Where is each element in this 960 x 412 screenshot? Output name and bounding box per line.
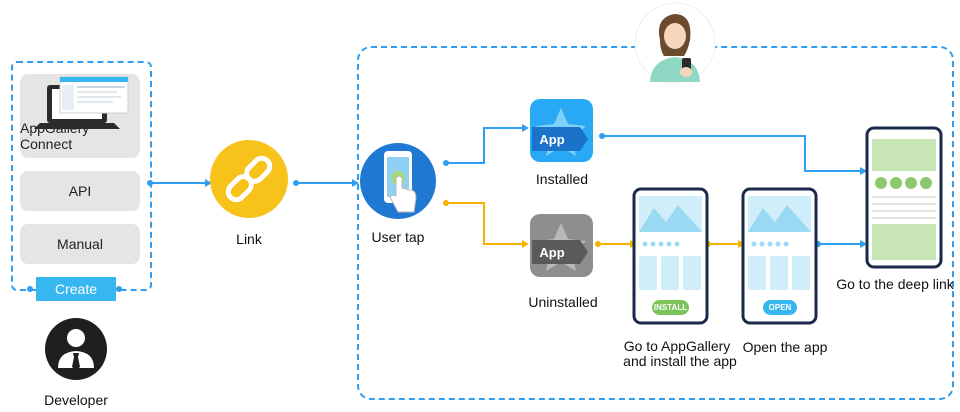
developer-label: Developer [44, 392, 108, 408]
create-button[interactable]: Create [36, 277, 116, 301]
api-label: API [68, 183, 92, 199]
appgallery-connect-option[interactable]: AppGallery Connect [20, 74, 140, 158]
uninstalled-label: Uninstalled [528, 294, 598, 310]
deep-link-label: Go to the deep link [836, 276, 954, 292]
installed-app-text: App [539, 132, 565, 147]
installed-label: Installed [535, 171, 589, 187]
create-dot-left [27, 286, 33, 292]
manual-label: Manual [57, 236, 103, 252]
appgallery-connect-label: AppGallery Connect [20, 120, 90, 152]
link-label: Link [236, 231, 262, 247]
create-label: Create [54, 281, 98, 297]
create-dot-right [116, 286, 122, 292]
install-phone-label-line1: Go to AppGallery [623, 338, 731, 354]
open-phone-label: Open the app [742, 339, 828, 355]
install-button[interactable]: INSTALL [652, 300, 689, 315]
user-tap-label: User tap [371, 229, 425, 245]
manual-option[interactable]: Manual [20, 224, 140, 264]
api-option[interactable]: API [20, 171, 140, 211]
open-button[interactable]: OPEN [763, 300, 797, 315]
uninstalled-app-text: App [539, 245, 565, 260]
install-phone-label-line2: and install the app [623, 353, 737, 369]
